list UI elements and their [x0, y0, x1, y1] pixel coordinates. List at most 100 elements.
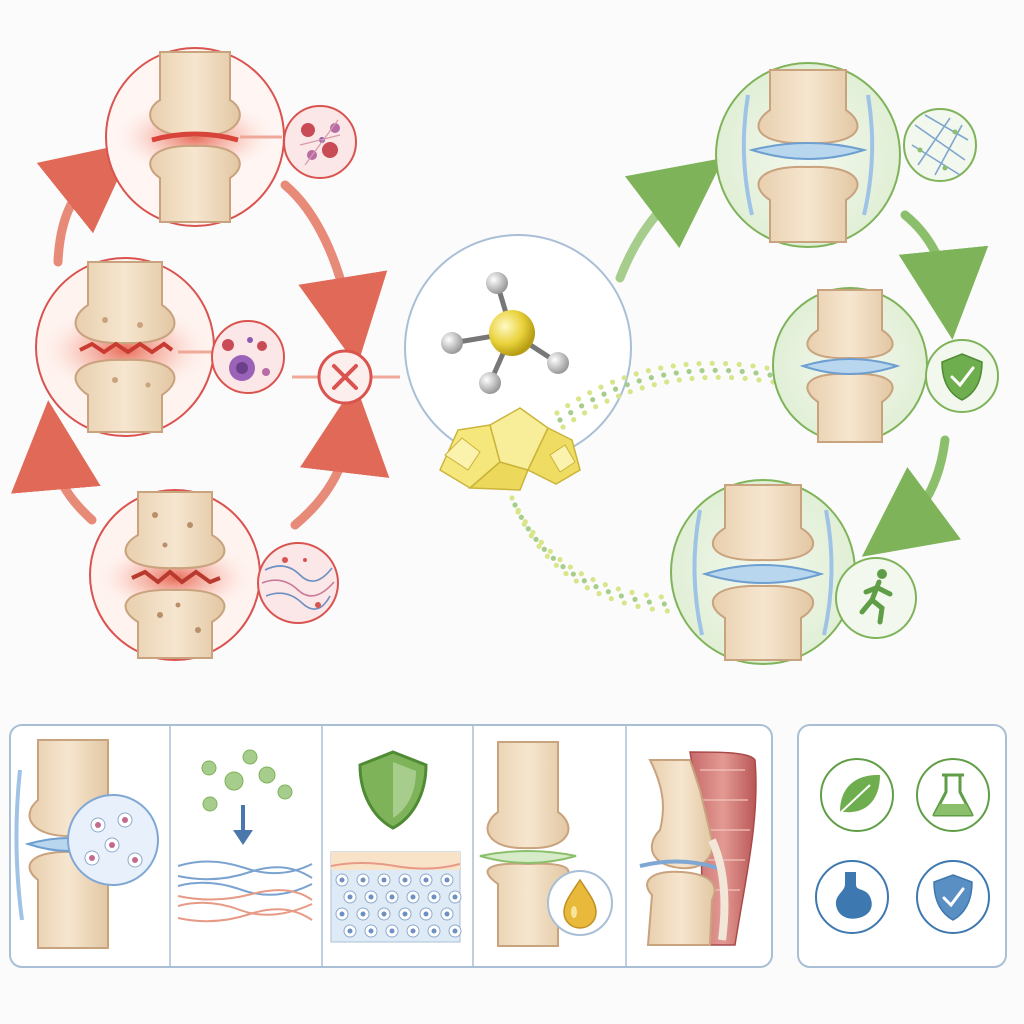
nutrient-dot	[596, 591, 602, 597]
tissue-cell-nucleus	[452, 894, 458, 900]
nutrient-dot	[712, 367, 718, 373]
nutrient-dot	[554, 410, 560, 416]
shield-check-icon	[925, 339, 999, 413]
nutrient-dot	[553, 562, 559, 568]
nutrient-dot	[661, 372, 667, 378]
tissue-cell-nucleus	[339, 911, 345, 917]
nutrient-dot	[636, 378, 642, 384]
immune-cell-icon	[211, 320, 285, 394]
eroding-joint	[35, 257, 215, 437]
tissue-protection-panel	[330, 750, 462, 943]
sulfur-molecule-icon	[441, 272, 569, 394]
nutrient-dot	[618, 593, 624, 599]
tissue-cell-nucleus	[431, 928, 437, 934]
cartilage-cells-panel	[14, 739, 159, 949]
nutrient-dot	[645, 368, 651, 374]
nutrient-dot	[563, 571, 569, 577]
nutrient-dot	[621, 600, 627, 606]
nutrient-dot	[578, 403, 585, 409]
tissue-cell-nucleus	[410, 928, 416, 934]
tissue-cell-nucleus	[347, 894, 353, 900]
cycle-arrow-down-right-top	[280, 180, 388, 367]
nutrient-dot	[602, 582, 608, 588]
sulfur-center	[404, 234, 776, 615]
nutrient-dot	[581, 410, 588, 416]
nutrient-dot	[728, 374, 735, 381]
nutrient-dot	[756, 377, 762, 383]
nutrient-dot	[565, 403, 571, 409]
nutrient-dot	[753, 370, 759, 376]
stomach-icon	[815, 860, 889, 934]
nutrient-dot	[587, 390, 593, 396]
nutrient-dot	[750, 363, 756, 369]
tissue-cell-nucleus	[381, 877, 387, 883]
flask-icon	[916, 758, 990, 832]
degenerated-joint	[89, 489, 261, 661]
nutrient-dot	[686, 368, 692, 375]
nutrient-dot	[598, 384, 604, 390]
tissue-cell-nucleus	[423, 911, 429, 917]
muscle-and-tendon-panel	[639, 751, 757, 946]
nutrient-dot	[550, 555, 556, 561]
nutrient-dot	[658, 594, 664, 600]
tissue-cell-nucleus	[410, 894, 416, 900]
nutrient-dot	[605, 589, 611, 595]
tissue-cell-nucleus	[368, 894, 374, 900]
absorption-arrow-icon	[201, 749, 293, 845]
nutrient-dot	[581, 578, 587, 584]
nutrient-dot	[725, 367, 732, 374]
nutrient-dot	[651, 382, 657, 388]
nutrient-dot	[615, 393, 622, 399]
nutrient-dot	[571, 417, 577, 423]
running-person-icon	[835, 557, 917, 639]
mobile-joint	[670, 479, 856, 665]
nutrient-dot	[590, 577, 596, 583]
protected-joint	[772, 287, 928, 443]
nutrient-dot	[584, 585, 590, 591]
tissue-cell-nucleus	[452, 928, 458, 934]
shield-check-icon	[916, 860, 990, 934]
nutrient-dot	[604, 398, 610, 404]
nutrient-dot	[632, 596, 638, 603]
fiber-layers	[177, 860, 313, 923]
nutrient-dot	[557, 417, 563, 423]
tissue-cells	[335, 873, 462, 938]
nutrient-dot	[648, 375, 654, 381]
cycle-arrow-up-right-bottom	[290, 383, 390, 530]
nutrient-dot	[764, 365, 770, 371]
nutrient-dot	[715, 374, 721, 380]
nutrient-dot	[629, 589, 635, 596]
nutrient-dot	[612, 386, 619, 392]
nutrient-dot	[544, 553, 550, 559]
nutrient-dot	[722, 360, 729, 367]
tissue-cell-nucleus	[423, 877, 429, 883]
nutrient-dot	[696, 360, 702, 367]
collagen-mesh-icon	[903, 108, 977, 182]
recovery-arrow-down-1	[898, 210, 989, 340]
inflammatory-cells-icon	[283, 105, 357, 179]
inflammation-cycle	[11, 47, 400, 661]
cell-cluster-icon	[67, 794, 159, 886]
nutrient-dot	[742, 375, 748, 382]
nutrient-dot	[536, 543, 542, 550]
nutrient-dot	[627, 389, 633, 395]
repairing-joint	[715, 62, 901, 248]
tissue-cell-nucleus	[402, 911, 408, 917]
nutrient-dot	[664, 608, 670, 614]
nutrient-dot	[661, 601, 667, 607]
nutrient-dot	[736, 361, 742, 368]
nutrient-absorption-panel	[177, 749, 313, 923]
feature-icons-panel	[797, 724, 1007, 968]
nutrient-dot	[676, 377, 682, 383]
nutrient-dot	[699, 367, 705, 374]
nutrient-dot	[767, 372, 773, 378]
nutrient-dot	[658, 365, 664, 371]
tissue-cell-nucleus	[360, 911, 366, 917]
nutrient-dot	[621, 375, 627, 381]
inflamed-joint	[105, 47, 285, 227]
nutrient-dot	[639, 385, 645, 391]
nutrient-dot	[739, 368, 745, 375]
nutrient-dot	[643, 592, 649, 598]
nutrient-dot	[567, 564, 573, 570]
